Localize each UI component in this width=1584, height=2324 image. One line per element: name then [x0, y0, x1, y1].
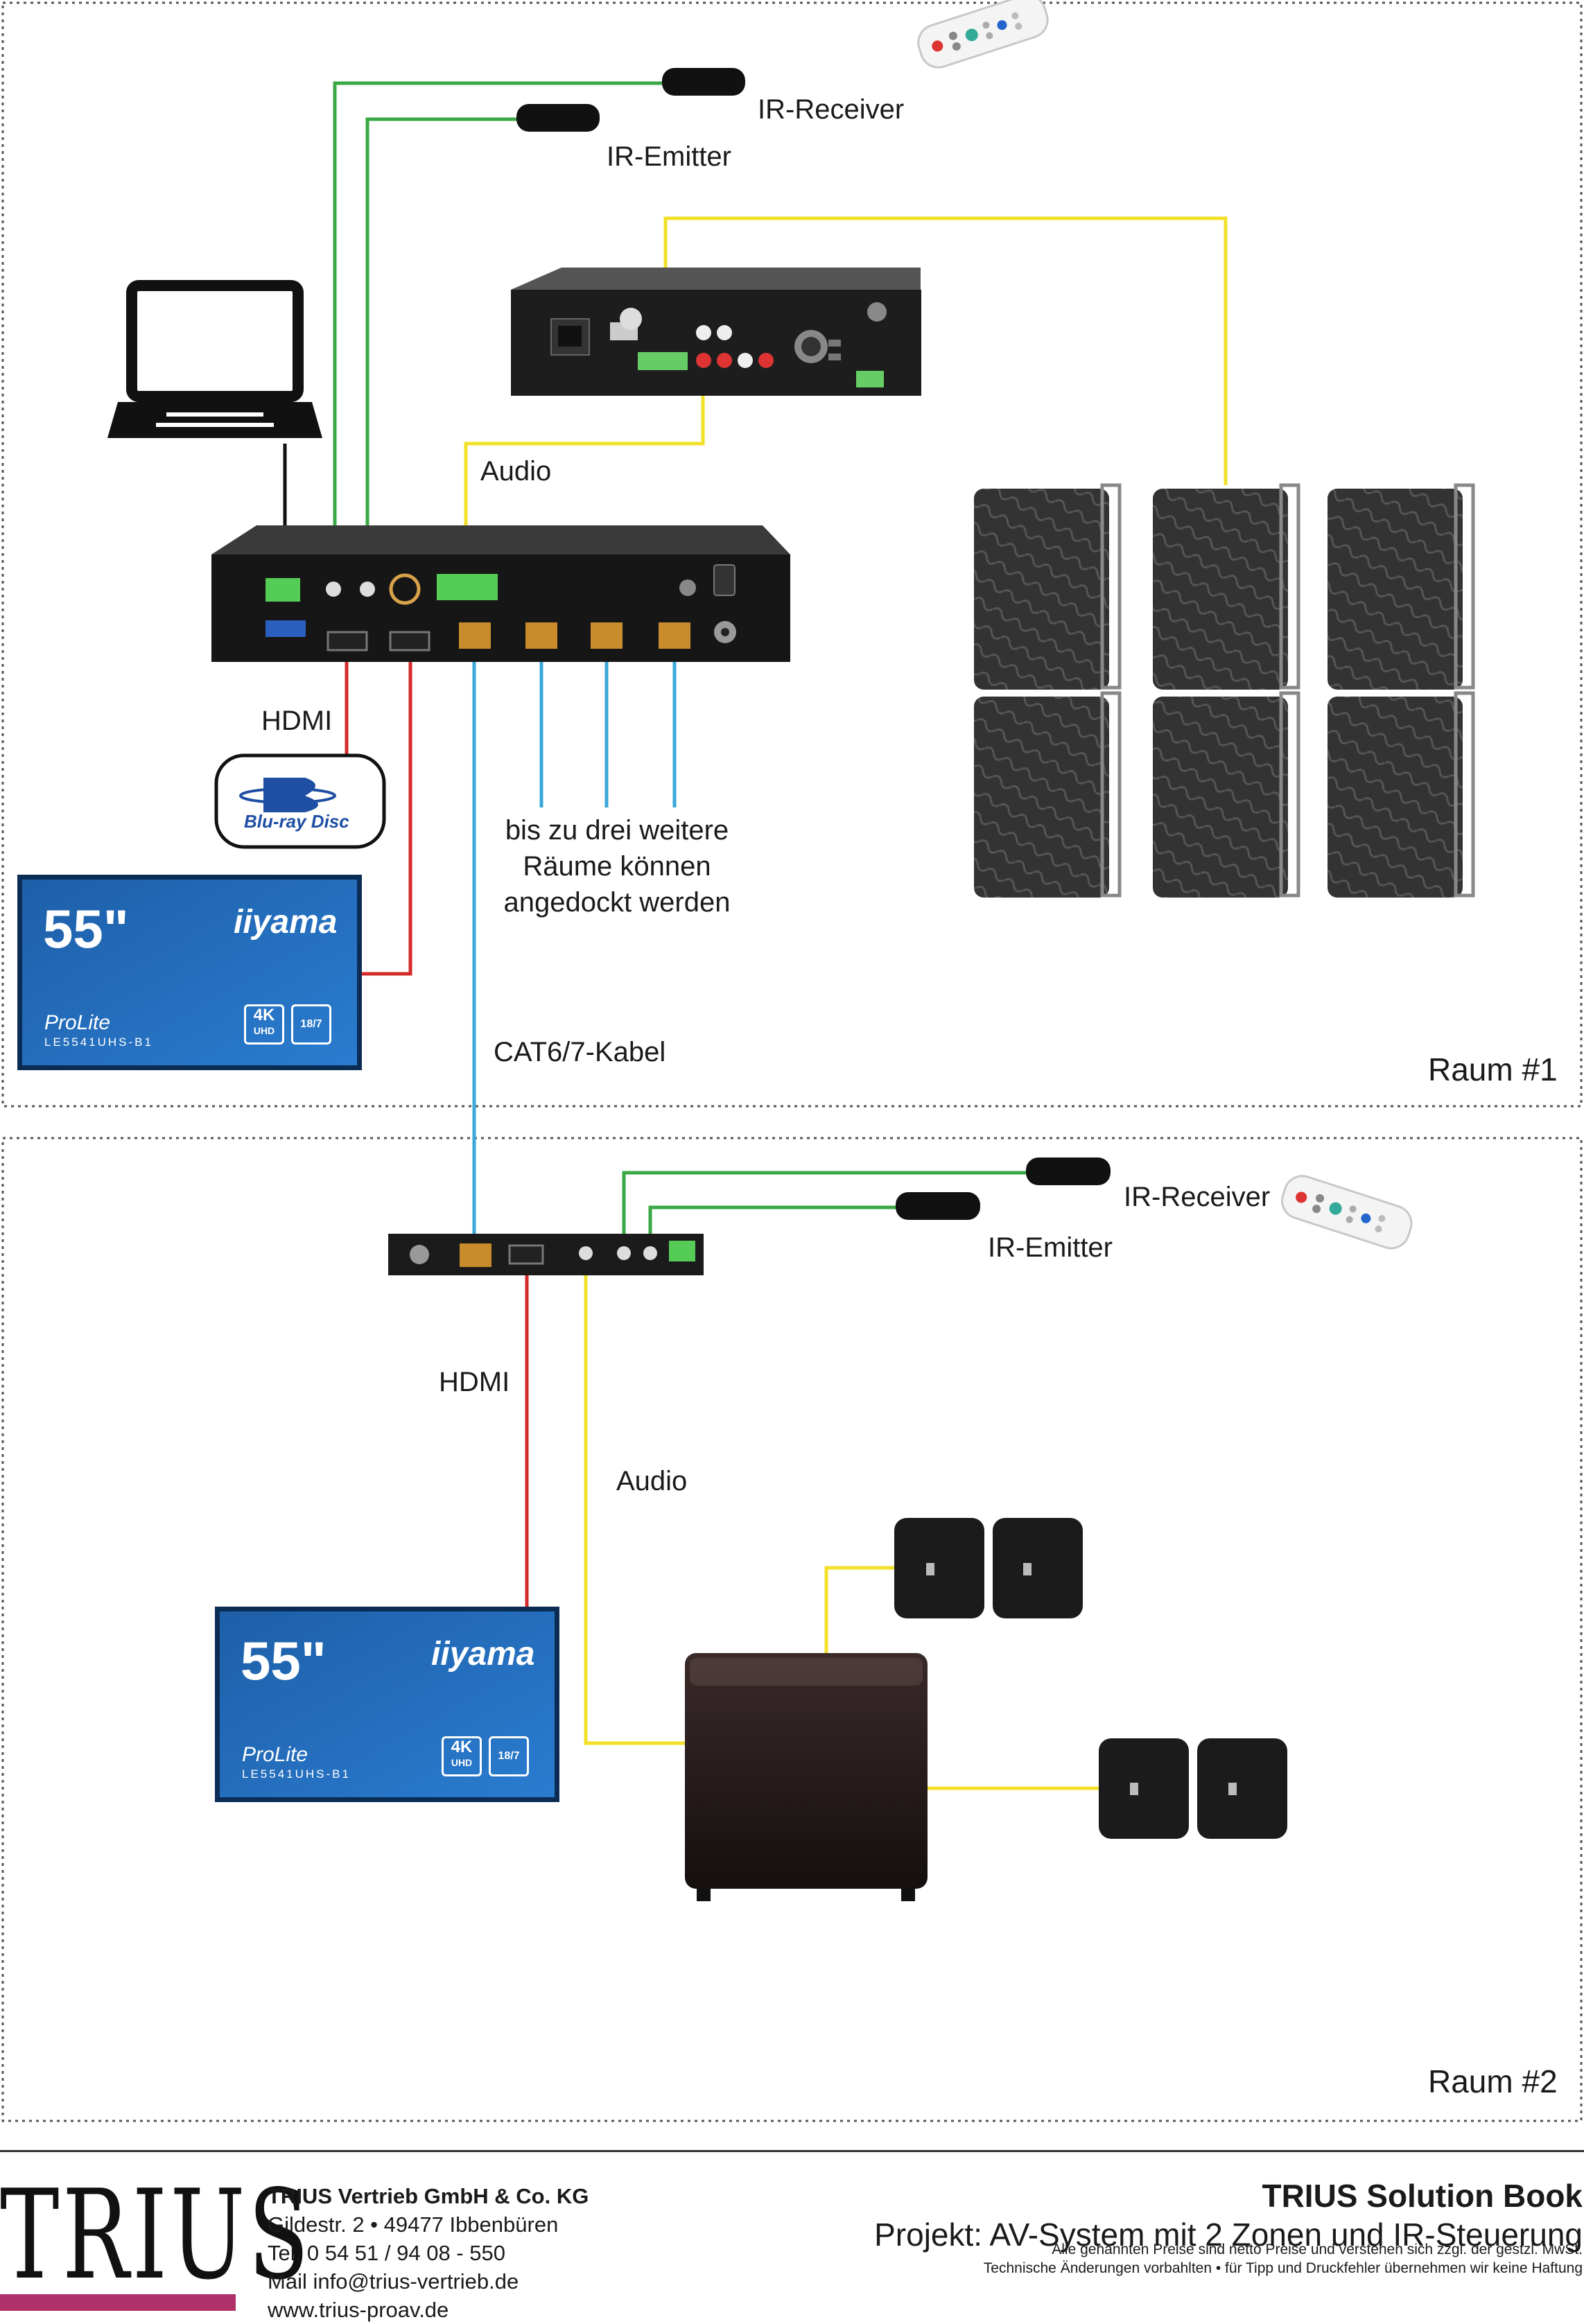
tv-model: LE5541UHS-B1: [44, 1036, 153, 1049]
tv-display-1: [17, 875, 362, 1070]
disclaimer: Alle genannten Preise sind netto Preise …: [984, 2240, 1583, 2278]
tv-display-2: [215, 1607, 559, 1802]
trius-logo: TRIUS: [0, 2163, 313, 2315]
hdbaset-receiver: [388, 1234, 704, 1275]
hdmi-tv-cable-1: [362, 655, 412, 976]
hdmi-label-1: HDMI: [261, 706, 333, 736]
tv-badge-247: 18/7: [291, 1004, 331, 1045]
satellite-cable-top: [824, 1566, 894, 1653]
company-phone: Tel. 0 54 51 / 94 08 - 550: [268, 2241, 505, 2265]
company-info: TRIUS Vertrieb GmbH & Co. KG Gildestr. 2…: [268, 2182, 589, 2324]
tv-1-screen-text: 55" iiyama ProLite LE5541UHS-B1 4K UHD 1…: [22, 880, 357, 1065]
satellite-speakers-right: [1099, 1738, 1287, 1839]
room2-border: [1, 1137, 1583, 2122]
tv-brand: iiyama: [234, 904, 338, 941]
cat-cable-label: CAT6/7-Kabel: [494, 1037, 666, 1067]
audio-cable-1: [464, 378, 705, 581]
subwoofer: [685, 1653, 928, 1901]
hdbaset-switcher: [211, 525, 790, 662]
ir-receiver-label-2: IR-Receiver: [1124, 1182, 1271, 1212]
speaker-array: [974, 483, 1475, 898]
ir-emitter-label-2: IR-Emitter: [988, 1232, 1113, 1263]
tv-size: 55": [241, 1630, 327, 1691]
audio-label-2: Audio: [616, 1466, 688, 1496]
ir-emitter-cable-1: [365, 117, 516, 577]
company-name: TRIUS Vertrieb GmbH & Co. KG: [268, 2184, 589, 2208]
tv-2-screen-text: 55" iiyama ProLite LE5541UHS-B1 4K UHD 1…: [220, 1611, 555, 1797]
ir-receiver-label-1: IR-Receiver: [758, 94, 905, 125]
bluray-disc-logo: [214, 753, 386, 849]
trius-logo-text: TRIUS: [0, 2163, 313, 2307]
tv-model: LE5541UHS-B1: [242, 1767, 351, 1781]
satellite-speakers-top: [894, 1518, 1083, 1618]
room1-label: Raum #1: [1428, 1051, 1558, 1087]
laptop-icon: [107, 280, 322, 438]
company-mail[interactable]: Mail info@trius-vertrieb.de: [268, 2269, 519, 2294]
remote-control-2: [1281, 1175, 1413, 1250]
room2-label: Raum #2: [1428, 2063, 1558, 2099]
tv-brand: iiyama: [431, 1636, 535, 1672]
bluray-logo-text: Blu-ray Disc: [244, 811, 349, 832]
project-title: Projekt: AV-System mit 2 Zonen und IR-St…: [874, 2217, 1583, 2253]
disclaimer-line-2: Technische Änderungen vorbahlten • für T…: [983, 2260, 1583, 2276]
hdmi-label-2: HDMI: [439, 1367, 510, 1397]
ir-receiver-2: [1026, 1157, 1111, 1185]
trius-logo-bar: [0, 2294, 236, 2311]
tv-badge-4k: 4K UHD: [244, 1004, 284, 1045]
more-rooms-label: bis zu drei weitere Räume können angedoc…: [503, 815, 731, 918]
ir-receiver-cable-2: [622, 1171, 1026, 1248]
tv-size: 55": [43, 898, 129, 959]
footer-divider: [0, 2150, 1584, 2152]
amplifier: [511, 268, 921, 396]
audio-cable-2: [584, 1256, 685, 1745]
tv-badge-4k: 4K UHD: [442, 1736, 482, 1776]
ir-emitter-1: [516, 104, 600, 132]
company-web[interactable]: www.trius-proav.de: [268, 2298, 449, 2322]
tv-badge-247: 18/7: [489, 1736, 529, 1776]
ir-receiver-1: [662, 68, 745, 96]
tv-series: ProLite: [44, 1011, 111, 1034]
audio-label-1: Audio: [480, 456, 552, 487]
room1-border: [1, 1, 1583, 1108]
disclaimer-line-1: Alle genannten Preise sind netto Preise …: [1052, 2242, 1583, 2257]
company-address: Gildestr. 2 • 49477 Ibbenbüren: [268, 2212, 559, 2237]
ir-emitter-label-1: IR-Emitter: [607, 141, 731, 172]
ir-receiver-cable-1: [333, 81, 662, 577]
solution-book-heading: TRIUS Solution Book Projekt: AV-System m…: [874, 2176, 1583, 2254]
remote-control-1: [917, 0, 1049, 69]
book-title: TRIUS Solution Book: [1262, 2178, 1583, 2214]
tv-series: ProLite: [242, 1743, 308, 1766]
ir-emitter-2: [896, 1192, 980, 1220]
